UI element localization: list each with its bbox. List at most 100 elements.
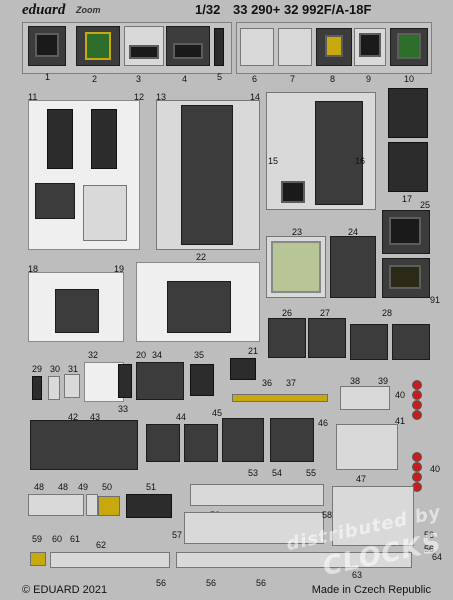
part-number-7: 7: [290, 74, 296, 84]
part-number-48: 48: [34, 482, 45, 492]
part-58-strip: [332, 486, 414, 546]
part-number-48b: 48: [58, 482, 69, 492]
part-number-49: 49: [78, 482, 89, 492]
part-number-54: 54: [272, 468, 283, 478]
part-51: [126, 494, 172, 518]
part-29: [32, 376, 42, 400]
part-number-33: 33: [118, 404, 129, 414]
part-42-43-hud: [30, 420, 138, 470]
part-number-8: 8: [330, 74, 336, 84]
part-number-45: 45: [212, 408, 223, 418]
made-in: Made in Czech Republic: [311, 584, 431, 596]
sub-brand: Zoom: [76, 5, 101, 15]
part-number-29: 29: [32, 364, 43, 374]
part-44b: [184, 424, 218, 462]
part-5: [214, 28, 224, 66]
part-number-37: 37: [286, 378, 297, 388]
brand-logo: eduard: [22, 2, 66, 18]
light-red-5: [412, 452, 422, 462]
part-45: [222, 418, 264, 462]
part-47-frame: [336, 424, 398, 470]
part-23-map-display: [266, 236, 326, 298]
part-21-part: [230, 358, 256, 380]
part-number-47: 47: [356, 474, 367, 484]
part-7: [278, 28, 312, 66]
part-number-43: 43: [90, 412, 101, 422]
part-number-41-top: 41: [395, 416, 406, 426]
part-number-14: 14: [250, 92, 261, 102]
part-number-30: 30: [50, 364, 61, 374]
part-number-56c: 56: [256, 578, 267, 588]
light-red-1: [412, 380, 422, 390]
part-number-17: 17: [402, 194, 413, 204]
light-red-6: [412, 462, 422, 472]
part-24: [330, 236, 376, 298]
part-56-strip: [176, 552, 412, 568]
part-number-24: 24: [348, 227, 359, 237]
part-number-56e: 56: [424, 544, 435, 554]
part-number-10: 10: [404, 74, 415, 84]
part-8: [316, 28, 352, 66]
part-number-50: 50: [102, 482, 113, 492]
part-26: [268, 318, 306, 358]
part-number-28: 28: [382, 308, 393, 318]
part-37-warning-strip: [232, 394, 328, 402]
scale-label: 1/32: [195, 2, 221, 17]
part-52-55-strip: [190, 484, 324, 506]
part-9: [354, 28, 386, 66]
part-number-56d: 56: [424, 530, 435, 540]
part-number-38: 38: [350, 376, 361, 386]
part-57-strip: [184, 512, 324, 544]
part-number-60: 60: [52, 534, 63, 544]
part-number-3: 3: [136, 74, 142, 84]
part-28a: [350, 324, 388, 360]
copyright: © EDUARD 2021: [22, 584, 108, 596]
part-13-14-console: [156, 100, 260, 250]
part-number-19: 19: [114, 264, 125, 274]
part-number-56a: 56: [156, 578, 167, 588]
part-number-63: 63: [352, 570, 363, 580]
part-number-55: 55: [306, 468, 317, 478]
part-32: [84, 362, 124, 402]
part-28b: [392, 324, 430, 360]
part-number-18: 18: [28, 264, 39, 274]
part-27: [308, 318, 346, 358]
part-91: [382, 258, 430, 298]
part-number-42: 42: [68, 412, 79, 422]
part-17a: [388, 88, 428, 138]
part-number-61: 61: [70, 534, 81, 544]
part-number-13: 13: [156, 92, 167, 102]
part-number-51: 51: [146, 482, 157, 492]
part-number-53: 53: [248, 468, 259, 478]
part-number-40-bottom: 40: [430, 464, 441, 474]
part-4: [166, 26, 210, 66]
part-2: [76, 26, 120, 66]
light-red-4: [412, 410, 422, 420]
part-3: [124, 26, 164, 66]
part-number-9: 9: [366, 74, 372, 84]
part-20: [118, 364, 132, 398]
part-number-35: 35: [194, 350, 205, 360]
light-red-2: [412, 390, 422, 400]
part-number-6: 6: [252, 74, 258, 84]
part-number-12: 12: [134, 92, 145, 102]
part-number-57: 57: [172, 530, 183, 540]
part-11-12-console: [28, 100, 140, 250]
part-50: [98, 496, 120, 516]
part-number-23: 23: [292, 227, 303, 237]
part-number-22: 22: [196, 252, 207, 262]
part-number-31: 31: [68, 364, 79, 374]
part-22-panel: [136, 262, 260, 342]
part-30: [48, 376, 60, 400]
part-44a: [146, 424, 180, 462]
product-code: 33 290+ 32 992F/A-18F: [233, 2, 372, 17]
part-number-62: 62: [96, 540, 107, 550]
part-number-5: 5: [217, 72, 223, 82]
part-number-2: 2: [92, 74, 98, 84]
part-17b: [388, 142, 428, 192]
part-number-27: 27: [320, 308, 331, 318]
part-6: [240, 28, 274, 66]
part-number-44: 44: [176, 412, 187, 422]
part-number-46: 46: [318, 418, 329, 428]
